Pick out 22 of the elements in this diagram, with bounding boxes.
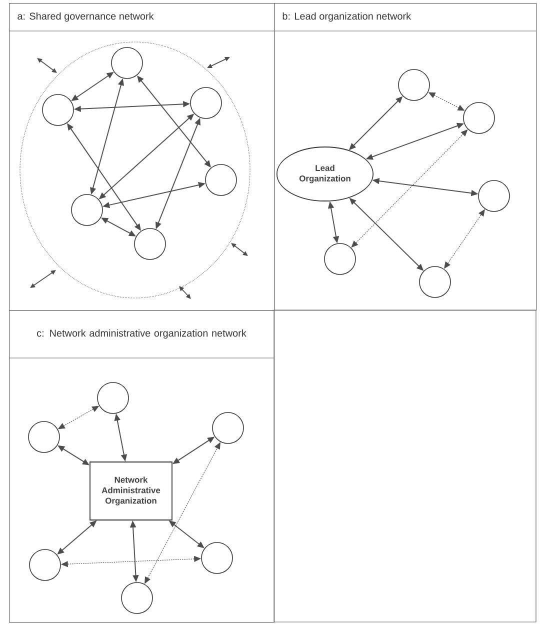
member-circle [205,164,237,196]
member-circle [134,228,166,260]
network-boundary [20,42,250,298]
member-circle [212,412,244,444]
member-circle [97,382,129,414]
panel: a: Shared governance network [8,3,275,311]
member-circle [463,102,495,134]
member-circle [324,243,356,275]
member-circle [419,266,451,298]
member-circle [42,94,74,126]
member-circle [478,180,510,212]
administrative-box: Network Administrative Organization [90,462,172,520]
member-circle [111,47,143,79]
member-circle [28,421,60,453]
member-circle [398,69,430,101]
arrow [444,209,485,269]
member-circle [71,194,103,226]
member-circle [121,582,153,614]
arrow [144,442,220,584]
member-circle [29,549,61,581]
member-circle [201,542,233,574]
member-circle [190,87,222,119]
